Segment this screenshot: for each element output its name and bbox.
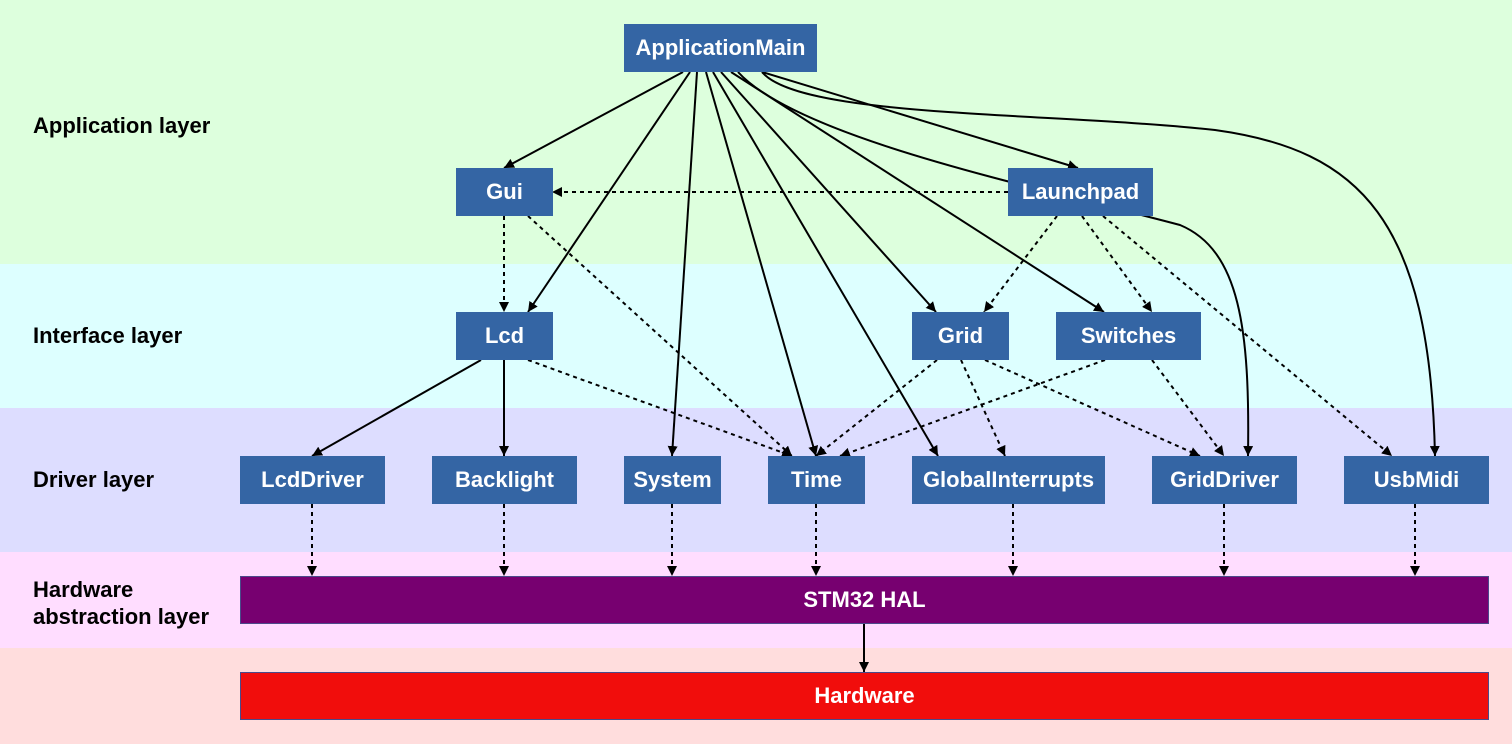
hal-layer-label: Hardware abstraction layer xyxy=(33,576,209,630)
edge-grid-time xyxy=(815,359,938,457)
interface-layer-band xyxy=(0,264,1512,408)
hal-layer-label-line1: Hardware xyxy=(33,577,134,602)
node-launchpad: Launchpad xyxy=(1008,168,1153,216)
edge-launchpad-usbmidi xyxy=(1102,215,1393,457)
edge-grid-griddriver xyxy=(984,359,1201,457)
node-hardware: Hardware xyxy=(240,672,1489,720)
node-gui: Gui xyxy=(456,168,553,216)
edge-applicationmain-time xyxy=(705,71,819,457)
node-backlight: Backlight xyxy=(432,456,577,504)
application-layer-label: Application layer xyxy=(33,113,211,138)
edge-launchpad-switches xyxy=(1081,215,1153,313)
node-stm32-hal: STM32 HAL xyxy=(240,576,1489,624)
hal-layer-label-line2: abstraction layer xyxy=(33,604,210,629)
node-lcd: Lcd xyxy=(456,312,553,360)
edge-applicationmain-globalinterrupts xyxy=(712,71,939,457)
node-globalinterrupts: GlobalInterrupts xyxy=(912,456,1105,504)
edge-applicationmain-launchpad xyxy=(761,71,1079,170)
interface-layer-label: Interface layer xyxy=(33,323,183,348)
node-time: Time xyxy=(768,456,865,504)
node-system: System xyxy=(624,456,721,504)
edge-lcd-lcddriver xyxy=(311,359,482,457)
node-applicationmain: ApplicationMain xyxy=(624,24,817,72)
edge-applicationmain-lcd xyxy=(527,71,691,313)
node-usbmidi: UsbMidi xyxy=(1344,456,1489,504)
edge-applicationmain-gui xyxy=(503,71,684,169)
edge-grid-globalinterrupts xyxy=(960,359,1006,457)
node-grid: Grid xyxy=(912,312,1009,360)
edge-lcd-time xyxy=(527,359,793,458)
node-lcddriver: LcdDriver xyxy=(240,456,385,504)
node-switches: Switches xyxy=(1056,312,1201,360)
edge-applicationmain-usbmidi xyxy=(761,71,1440,457)
driver-layer-label: Driver layer xyxy=(33,467,155,492)
edge-launchpad-grid xyxy=(983,215,1058,313)
node-griddriver: GridDriver xyxy=(1152,456,1297,504)
edge-switches-griddriver xyxy=(1151,359,1225,457)
edge-switches-time xyxy=(839,359,1106,458)
edge-applicationmain-griddriver xyxy=(737,71,1254,457)
edge-applicationmain-system xyxy=(667,71,698,457)
edge-gui-time xyxy=(527,215,793,457)
